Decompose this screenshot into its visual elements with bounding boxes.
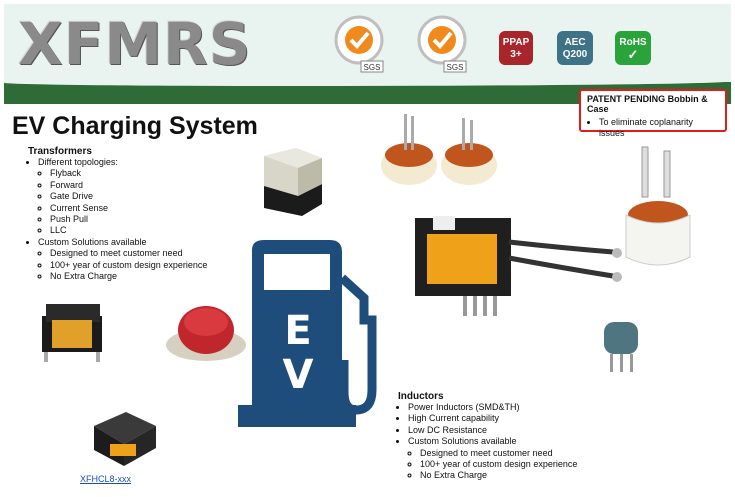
rohs-badge-label: RoHS [619, 37, 647, 48]
ppap-badge-label: PPAP [502, 37, 530, 48]
product-link[interactable]: XFHCL8-xxx [80, 474, 132, 484]
list-item: Current Sense [50, 203, 268, 214]
list-item: Power Inductors (SMD&TH) [408, 402, 698, 413]
rohs-badge: RoHS ✓ [615, 31, 651, 65]
current-sensor-image [166, 306, 246, 361]
transformers-heading: Transformers [28, 146, 92, 157]
list-item: LLC [50, 225, 268, 236]
inductors-list: Power Inductors (SMD&TH) High Current ca… [398, 402, 698, 482]
list-item-label: Different topologies: [38, 157, 118, 167]
twin-bobbin-image [381, 114, 497, 185]
shielded-inductor-image [604, 322, 638, 372]
patent-item: To eliminate coplanarity issues [599, 117, 719, 140]
list-item: Different topologies: Flyback Forward Ga… [38, 157, 268, 237]
smd-transformer-pair-image [42, 304, 102, 362]
list-item-label: Custom Solutions available [38, 236, 147, 247]
list-item-label: Custom Solutions available [408, 436, 517, 447]
pot-core-inductor-image [625, 146, 691, 266]
list-item: Custom Solutions available Designed to m… [38, 237, 268, 283]
header-band [4, 78, 731, 104]
ev-letter-e: E [284, 308, 311, 354]
iatf-certification-seal: SGS [417, 15, 467, 73]
power-inductor-image [94, 412, 156, 466]
list-item: No Extra Charge [420, 470, 698, 481]
transformers-section: Transformers Different topologies: Flyba… [28, 146, 268, 282]
list-item: Forward [50, 180, 268, 191]
high-current-transformer-image [415, 216, 622, 316]
list-item: 100+ year of custom design experience [50, 260, 268, 271]
aec-badge-label: AEC [564, 37, 586, 48]
ev-letter-v: V [283, 352, 314, 398]
list-item: Custom Solutions available Designed to m… [408, 436, 698, 482]
list-item: 100+ year of custom design experience [420, 459, 698, 470]
patent-heading: PATENT PENDING Bobbin & Case [587, 94, 708, 114]
transformers-list: Different topologies: Flyback Forward Ga… [28, 157, 268, 282]
list-item: High Current capability [408, 413, 698, 424]
iso-certification-seal: SGS [334, 15, 384, 73]
list-item: Gate Drive [50, 191, 268, 202]
list-item: Push Pull [50, 214, 268, 225]
ppap-badge: PPAP 3+ [499, 31, 533, 65]
patent-callout: PATENT PENDING Bobbin & Case To eliminat… [579, 89, 727, 138]
cert2-brand: SGS [447, 63, 464, 72]
aec-badge-level: Q200 [562, 49, 588, 60]
header: XFMRS SGS SGS PPAP 3+ AEC Q200 RoHS ✓ [4, 4, 731, 88]
cert1-brand: SGS [364, 63, 381, 72]
list-item: No Extra Charge [50, 271, 268, 282]
brand-logo: XFMRS [18, 10, 252, 78]
list-item: Designed to meet customer need [50, 248, 268, 259]
ev-charger-icon: E V [238, 240, 377, 427]
patent-list: To eliminate coplanarity issues [587, 117, 719, 140]
list-item: Flyback [50, 168, 268, 179]
smd-transformer-image [264, 148, 322, 216]
page-title: EV Charging System [12, 112, 258, 140]
aec-badge: AEC Q200 [557, 31, 593, 65]
ppap-badge-level: 3+ [510, 49, 522, 60]
checkmark-icon: ✓ [627, 47, 639, 62]
list-item: Low DC Resistance [408, 425, 698, 436]
inductors-section: Inductors Power Inductors (SMD&TH) High … [398, 391, 698, 482]
list-item: Designed to meet customer need [420, 448, 698, 459]
inductors-heading: Inductors [398, 391, 444, 402]
